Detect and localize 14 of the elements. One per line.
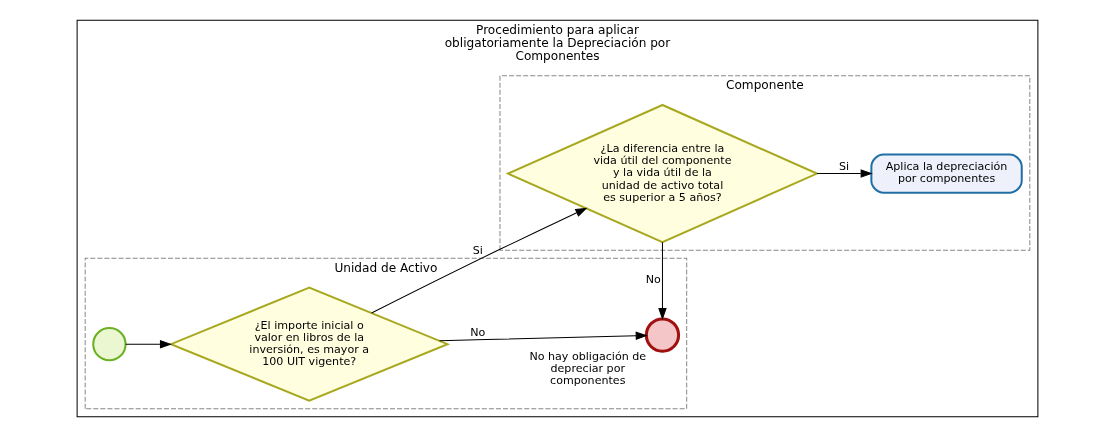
edge-label: Si bbox=[472, 244, 483, 258]
node-label: No hay obligación de depreciar por componentes bbox=[528, 350, 646, 388]
node-circle bbox=[644, 317, 680, 353]
edge-label: No bbox=[469, 325, 485, 339]
edge-label: Si bbox=[838, 160, 849, 174]
edge-label: No bbox=[645, 273, 661, 287]
arrow bbox=[815, 169, 873, 178]
node-circle bbox=[91, 327, 127, 362]
node-box: Aplica la depreciación por componentes bbox=[869, 153, 1023, 194]
arrow bbox=[657, 241, 667, 321]
arrow bbox=[370, 207, 587, 314]
arrow bbox=[438, 331, 648, 342]
arrow bbox=[124, 339, 172, 349]
node-diamond: ¿La diferencia entre la vida útil del componente y la vida útil de la unidad de activo total es superior a 5 años? bbox=[505, 103, 819, 244]
